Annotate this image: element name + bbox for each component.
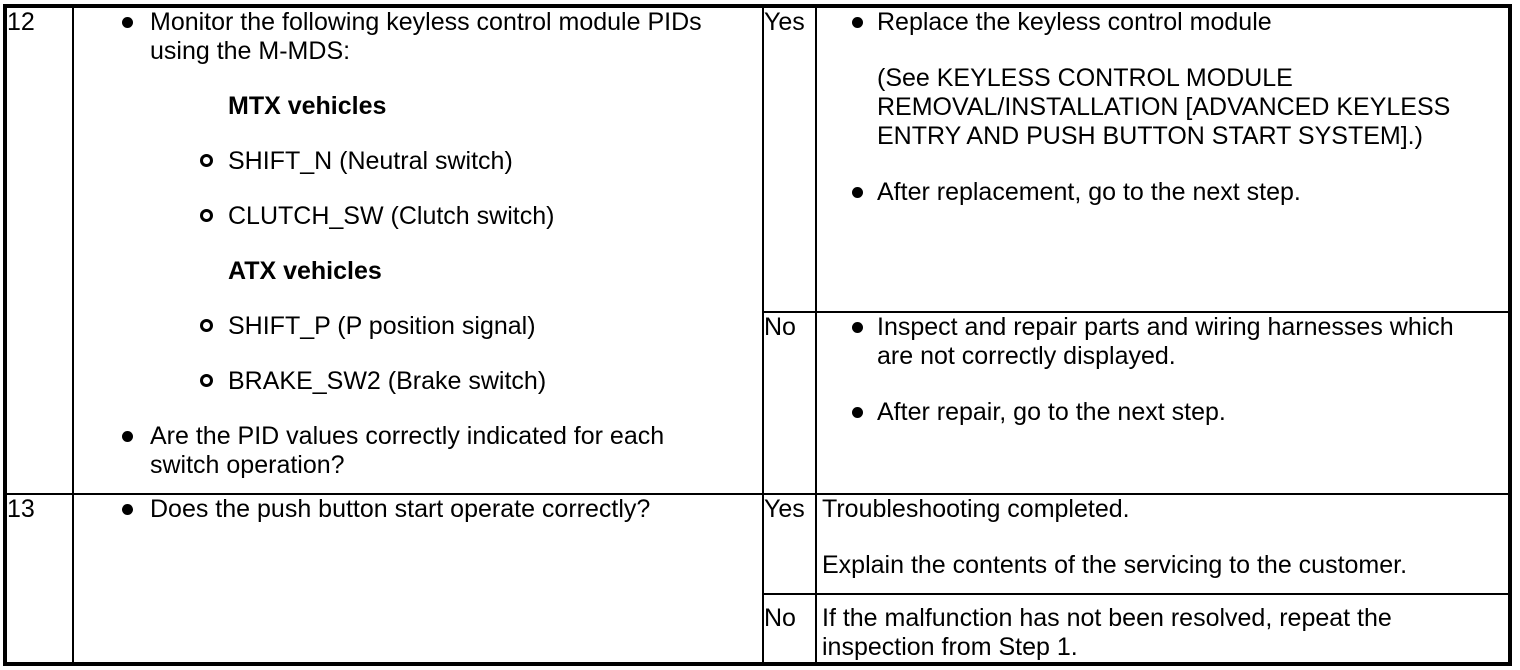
- step-number: 12: [7, 8, 35, 36]
- action-text: After repair, go to the next step.: [877, 398, 1226, 426]
- answer-label: No: [764, 313, 796, 341]
- action-paragraph: If the malfunction has not been resolved…: [822, 604, 1508, 662]
- step-number: 13: [7, 495, 35, 523]
- action-cell: Troubleshooting completed. Explain the c…: [815, 493, 1511, 595]
- pid-text: BRAKE_SW2 (Brake switch): [228, 367, 547, 395]
- list-heading: MTX vehicles: [228, 92, 761, 121]
- action-paragraph: Explain the contents of the servicing to…: [822, 551, 1508, 580]
- action-cell: If the malfunction has not been resolved…: [815, 593, 1511, 665]
- step-number-cell: 12: [4, 5, 74, 495]
- list-heading: ATX vehicles: [228, 257, 761, 286]
- list-item: Are the PID values correctly indicated f…: [122, 422, 761, 480]
- circle-bullet-icon: [200, 202, 228, 222]
- circle-bullet-icon: [200, 312, 228, 332]
- answer-cell-yes: Yes: [762, 493, 817, 595]
- action-text: If the malfunction has not been resolved…: [822, 604, 1392, 661]
- bullet-icon: [852, 314, 877, 333]
- bullet-icon: [122, 422, 150, 442]
- list-item: After repair, go to the next step.: [852, 398, 1508, 427]
- list-item: Replace the keyless control module: [852, 8, 1508, 37]
- action-cell: Replace the keyless control module (See …: [815, 5, 1511, 313]
- circle-bullet-icon: [200, 147, 228, 167]
- table-row-step12-yes: 12 Monitor the following keyless control…: [4, 5, 1511, 495]
- table-row-step12-no: No Inspect and repair parts and wiring h…: [5, 311, 1511, 495]
- list-subitem: BRAKE_SW2 (Brake switch): [200, 367, 761, 396]
- table-row-step13-no: No If the malfunction has not been resol…: [5, 593, 1511, 665]
- reference-note: (See KEYLESS CONTROL MODULE REMOVAL/INST…: [877, 64, 1508, 151]
- inspection-cell: Monitor the following keyless control mo…: [72, 5, 764, 495]
- inspection-text: Are the PID values correctly indicated f…: [150, 422, 665, 479]
- list-subitem: CLUTCH_SW (Clutch switch): [200, 202, 761, 231]
- bullet-icon: [122, 496, 150, 515]
- pid-text: SHIFT_N (Neutral switch): [228, 147, 513, 175]
- bullet-icon: [852, 178, 877, 198]
- inspection-text: Does the push button start operate corre…: [150, 495, 651, 523]
- answer-cell-yes: Yes: [762, 5, 817, 313]
- list-subitem: SHIFT_N (Neutral switch): [200, 147, 761, 176]
- bullet-icon: [122, 8, 150, 28]
- action-text: Troubleshooting completed.: [822, 495, 1130, 523]
- answer-label: Yes: [764, 495, 805, 523]
- troubleshooting-table: 12 Monitor the following keyless control…: [3, 4, 1512, 666]
- action-text: After replacement, go to the next step.: [877, 178, 1301, 206]
- list-item: Monitor the following keyless control mo…: [122, 8, 761, 66]
- table-row-step13-yes: 13 Does the push button start operate co…: [4, 493, 1511, 665]
- action-text: Replace the keyless control module: [877, 8, 1272, 36]
- action-cell: Inspect and repair parts and wiring harn…: [815, 311, 1511, 495]
- pid-text: SHIFT_P (P position signal): [228, 312, 536, 340]
- list-item: Does the push button start operate corre…: [122, 495, 761, 524]
- list-subitem: SHIFT_P (P position signal): [200, 312, 761, 341]
- answer-label: Yes: [764, 8, 805, 36]
- list-item: Inspect and repair parts and wiring harn…: [852, 313, 1508, 371]
- vehicle-type-heading: MTX vehicles: [228, 92, 387, 120]
- step-number-cell: 13: [4, 493, 74, 665]
- action-text: Inspect and repair parts and wiring harn…: [877, 313, 1454, 370]
- bullet-icon: [852, 398, 877, 418]
- bullet-icon: [852, 8, 877, 28]
- action-text: Explain the contents of the servicing to…: [822, 551, 1408, 579]
- action-paragraph: Troubleshooting completed.: [822, 495, 1508, 524]
- inspection-text: Monitor the following keyless control mo…: [150, 8, 702, 65]
- pid-text: CLUTCH_SW (Clutch switch): [228, 202, 555, 230]
- list-item: After replacement, go to the next step.: [852, 178, 1508, 207]
- answer-cell-no: No: [762, 311, 817, 495]
- answer-label: No: [764, 604, 796, 632]
- circle-bullet-icon: [200, 367, 228, 387]
- inspection-cell: Does the push button start operate corre…: [72, 493, 764, 665]
- action-text: (See KEYLESS CONTROL MODULE REMOVAL/INST…: [877, 64, 1451, 150]
- vehicle-type-heading: ATX vehicles: [228, 257, 382, 285]
- answer-cell-no: No: [762, 593, 817, 665]
